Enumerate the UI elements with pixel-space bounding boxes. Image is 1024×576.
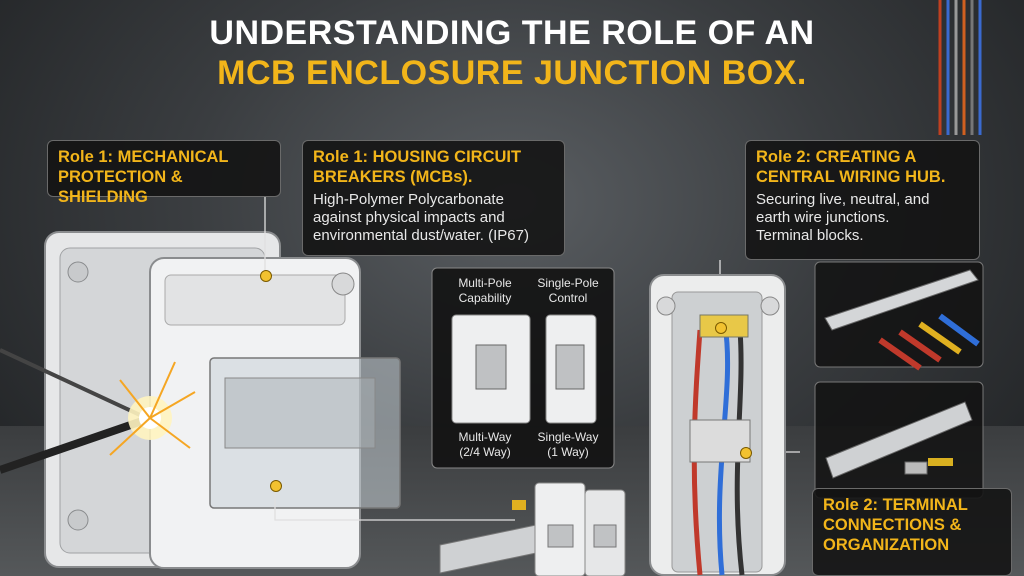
callout-housing-breakers: Role 1: HOUSING CIRCUIT BREAKERS (MCBs).… <box>302 140 565 256</box>
callout-heading: Role 2: TERMINAL CONNECTIONS & ORGANIZAT… <box>823 496 968 554</box>
label-single-pole: Single-Pole Control <box>537 276 599 305</box>
label-multi-way: Multi-Way (2/4 Way) <box>458 430 512 459</box>
page-title-line1: UNDERSTANDING THE ROLE OF AN <box>209 14 815 52</box>
callout-heading: Role 1: MECHANICAL PROTECTION & SHIELDIN… <box>58 148 229 206</box>
impact-effect <box>0 348 196 474</box>
label-single-way: Single-Way (1 Way) <box>537 430 599 459</box>
junction-box-open <box>649 274 786 576</box>
marker-dot-wiring <box>715 322 727 334</box>
page-title-line2: MCB ENCLOSURE JUNCTION BOX. <box>217 54 807 92</box>
enclosure-lid <box>149 257 401 569</box>
callout-terminal-connections: Role 2: TERMINAL CONNECTIONS & ORGANIZAT… <box>812 488 1012 576</box>
callout-wiring-hub: Role 2: CREATING A CENTRAL WIRING HUB. S… <box>745 140 980 260</box>
marker-dot-terminal <box>740 447 752 459</box>
callout-heading: Role 1: HOUSING CIRCUIT BREAKERS (MCBs). <box>313 148 522 186</box>
din-rail-detail <box>814 381 984 499</box>
din-rail-mcb <box>439 482 626 576</box>
callout-body: High-Polymer Polycarbonate against physi… <box>313 191 529 244</box>
capability-panel <box>431 267 615 469</box>
marker-dot-window <box>270 480 282 492</box>
label-multi-pole: Multi-Pole Capability <box>458 276 512 305</box>
ceiling-cables <box>938 0 982 135</box>
callout-mechanical-protection: Role 1: MECHANICAL PROTECTION & SHIELDIN… <box>47 140 281 206</box>
callout-heading: Role 2: CREATING A CENTRAL WIRING HUB. <box>756 148 946 186</box>
callout-body: Securing live, neutral, and earth wire j… <box>756 191 930 244</box>
terminal-bar-detail <box>814 261 984 371</box>
marker-dot-lid <box>260 270 272 282</box>
